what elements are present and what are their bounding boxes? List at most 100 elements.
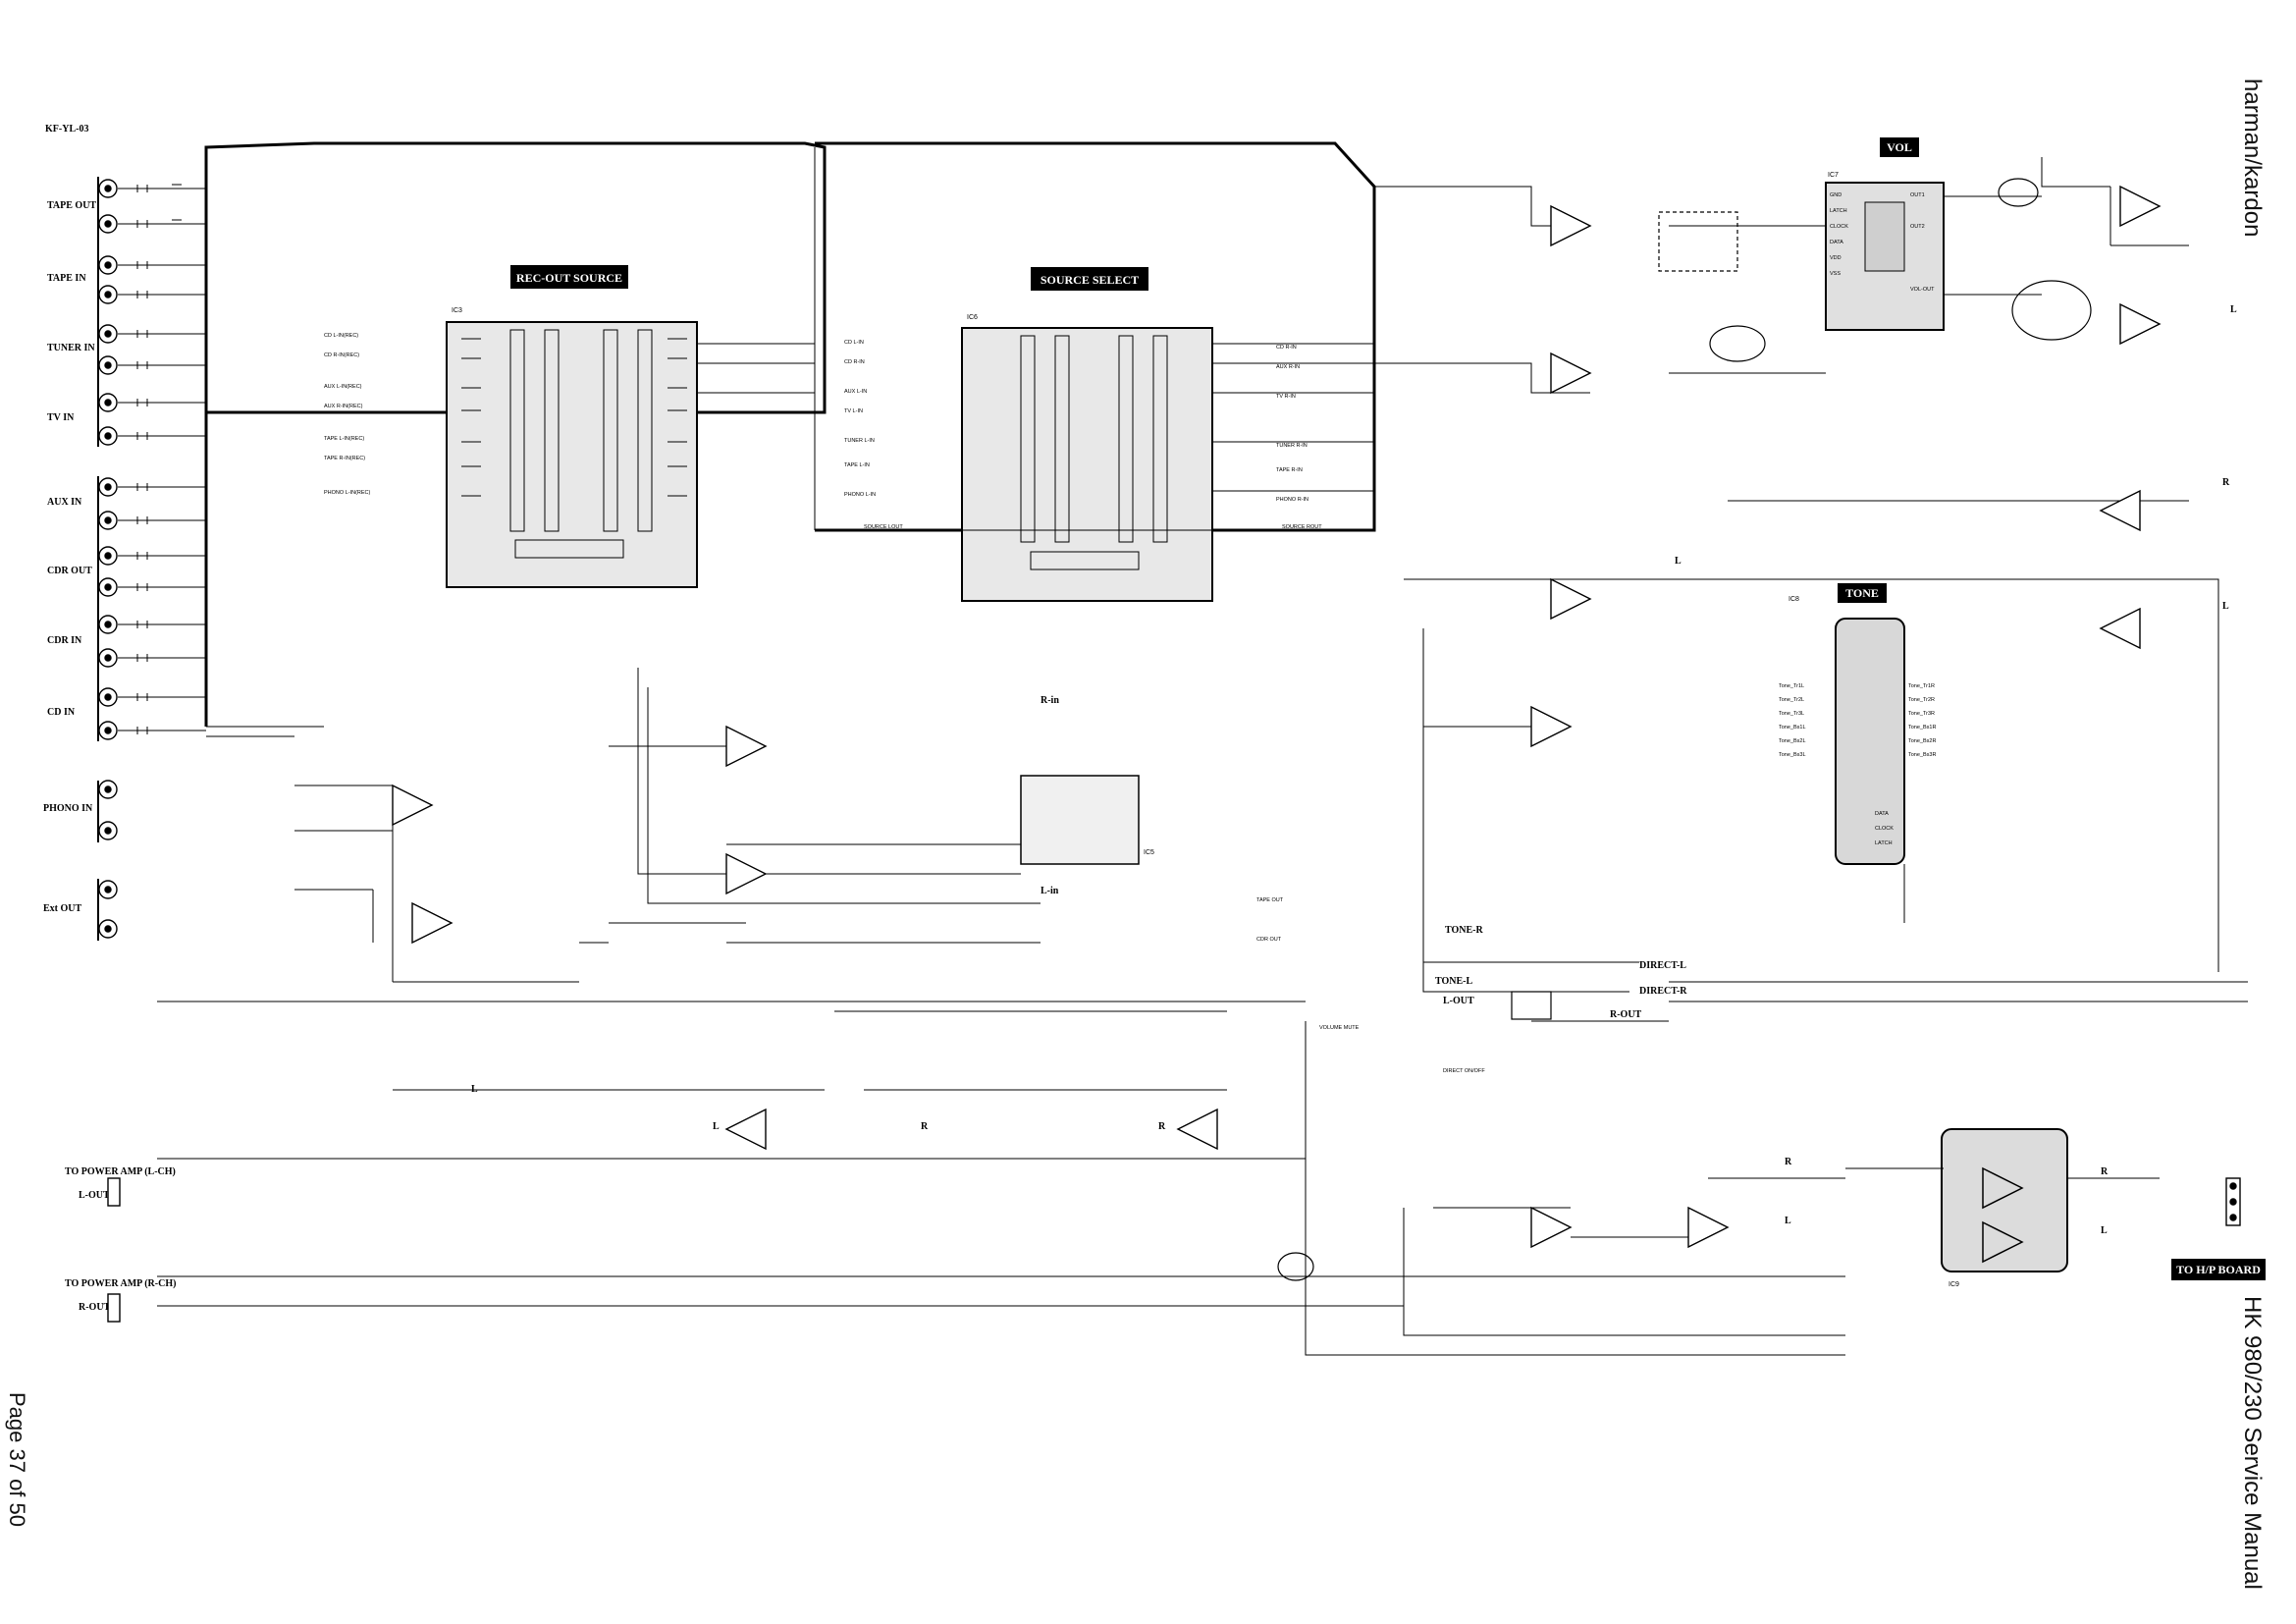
src-line-2: AUX L-IN xyxy=(844,389,867,395)
label-cdr-out: CDR OUT xyxy=(47,566,92,576)
tone-pin-r-4: Tone_Bs2R xyxy=(1908,738,1936,744)
net-r-in: R-in xyxy=(1041,695,1059,706)
label-r-out-conn: R-OUT xyxy=(79,1302,111,1313)
ic3-label: IC3 xyxy=(452,307,462,314)
ic-source-select: SOURCE SELECT IC6 xyxy=(961,267,1213,602)
side-l-3: L xyxy=(1675,556,1682,567)
tone-pin-r-2: Tone_Tr3R xyxy=(1908,711,1935,717)
srcout-line-0: CD R-IN xyxy=(1276,345,1297,351)
jack-tv-in xyxy=(98,393,118,446)
block-rec-out-source: REC-OUT SOURCE xyxy=(516,271,622,285)
src-line-5: TAPE L-IN xyxy=(844,462,870,468)
jack-phono-in xyxy=(98,780,118,840)
vol-pin-3: DATA xyxy=(1830,240,1843,245)
wiring xyxy=(157,147,2248,1356)
tone-pin-l-1: Tone_Tr2L xyxy=(1779,697,1804,703)
src-line-4: TUNER L-IN xyxy=(844,438,875,444)
jack-cdr-out xyxy=(98,546,118,597)
tag-tape-out: TAPE OUT xyxy=(1256,897,1284,903)
label-ext-out: Ext OUT xyxy=(43,903,82,914)
srcout-line-2: TV R-IN xyxy=(1276,394,1296,400)
net-tone-l: TONE-L xyxy=(1435,976,1472,987)
side-r-5: R xyxy=(2101,1166,2109,1177)
label-cdr-in: CDR IN xyxy=(47,635,82,646)
jack-tuner-in xyxy=(98,324,118,375)
rec-line-1: CD R-IN(REC) xyxy=(324,352,359,358)
tone-pin-l-0: Tone_Tr1L xyxy=(1779,683,1804,689)
jack-cdr-in xyxy=(98,615,118,668)
side-l-7: L xyxy=(2101,1225,2108,1236)
net-l-out: L-OUT xyxy=(1443,996,1474,1006)
label-tv-in: TV IN xyxy=(47,412,75,423)
ic-rec-out-source: REC-OUT SOURCE IC3 xyxy=(446,265,698,588)
side-l-1: L xyxy=(471,1084,478,1095)
tag-source-rout: SOURCE ROUT xyxy=(1282,524,1322,530)
tone-pin-l-3: Tone_Bs1L xyxy=(1779,725,1806,731)
vol-pin-7: OUT2 xyxy=(1910,224,1925,230)
vol-pin-1: LATCH xyxy=(1830,208,1847,214)
jack-cd-in xyxy=(98,687,118,740)
side-r-1: R xyxy=(921,1121,929,1132)
label-aux-in: AUX IN xyxy=(47,497,82,508)
label-tape-out: TAPE OUT xyxy=(47,200,96,211)
label-cd-in: CD IN xyxy=(47,707,76,718)
ic6-label: IC6 xyxy=(967,314,978,321)
rec-line-0: CD L-IN(REC) xyxy=(324,333,358,339)
jack-tape-in xyxy=(98,255,118,304)
jack-ext-out xyxy=(98,880,118,939)
tone-pin-r-5: Tone_Bs3R xyxy=(1908,752,1936,758)
srcout-line-5: PHONO R-IN xyxy=(1276,497,1308,503)
tone-pin-r-0: Tone_Tr1R xyxy=(1908,683,1935,689)
side-l-4: L xyxy=(2222,601,2229,612)
jack-aux-in xyxy=(98,477,118,530)
srcout-line-3: TUNER R-IN xyxy=(1276,443,1308,449)
src-line-1: CD R-IN xyxy=(844,359,865,365)
side-l-2: L xyxy=(713,1121,720,1132)
side-r-2: R xyxy=(1158,1121,1166,1132)
label-to-power-amp-r: TO POWER AMP (R-CH) xyxy=(65,1278,176,1289)
output-connectors xyxy=(107,1177,2241,1323)
input-ladder xyxy=(118,184,206,734)
net-direct-r: DIRECT-R xyxy=(1639,986,1687,997)
vol-pin-6: OUT1 xyxy=(1910,192,1925,198)
side-l-5: L xyxy=(2230,304,2237,315)
rec-line-5: TAPE R-IN(REC) xyxy=(324,456,365,461)
jack-tape-out xyxy=(98,179,118,234)
src-line-0: CD L-IN xyxy=(844,340,864,346)
op-amps xyxy=(392,185,2162,1249)
net-l-in: L-in xyxy=(1041,886,1059,896)
label-l-out-conn: L-OUT xyxy=(79,1190,110,1201)
ic7-label: IC7 xyxy=(1828,172,1839,179)
ic8-label: IC8 xyxy=(1789,596,1799,603)
side-r-3: R xyxy=(2222,477,2230,488)
ic-vol: VOL IC7 xyxy=(1825,137,1945,331)
tone-ctrl-0: DATA xyxy=(1875,811,1889,817)
tag-cdr-out: CDR OUT xyxy=(1256,937,1282,943)
tone-pin-r-3: Tone_Bs1R xyxy=(1908,725,1936,731)
net-direct-l: DIRECT-L xyxy=(1639,960,1686,971)
rec-line-6: PHONO L-IN(REC) xyxy=(324,490,371,496)
vol-pin-2: CLOCK xyxy=(1830,224,1848,230)
srcout-line-4: TAPE R-IN xyxy=(1276,467,1303,473)
net-r-out: R-OUT xyxy=(1610,1009,1642,1020)
src-line-3: TV L-IN xyxy=(844,408,863,414)
label-tuner-in: TUNER IN xyxy=(47,343,95,353)
input-jacks xyxy=(97,177,118,941)
tag-source-lout: SOURCE LOUT xyxy=(864,524,903,530)
rec-line-2: AUX L-IN(REC) xyxy=(324,384,362,390)
ic9-label: IC9 xyxy=(1949,1281,1959,1288)
tone-ctrl-2: LATCH xyxy=(1875,840,1893,846)
label-tape-in: TAPE IN xyxy=(47,273,86,284)
rec-line-4: TAPE L-IN(REC) xyxy=(324,436,364,442)
side-l-6: L xyxy=(1785,1216,1791,1226)
ic-switch: IC5 xyxy=(1020,775,1154,865)
tone-ctrl-1: CLOCK xyxy=(1875,826,1894,832)
vol-pin-0: GND xyxy=(1830,192,1842,198)
block-vol: VOL xyxy=(1887,140,1912,154)
rec-line-3: AUX R-IN(REC) xyxy=(324,404,363,409)
srcout-line-1: AUX R-IN xyxy=(1276,364,1300,370)
src-line-6: PHONO L-IN xyxy=(844,492,876,498)
tag-volume-mute: VOLUME MUTE xyxy=(1319,1025,1360,1031)
hp-board-label: TO H/P BOARD xyxy=(2171,1259,2266,1280)
